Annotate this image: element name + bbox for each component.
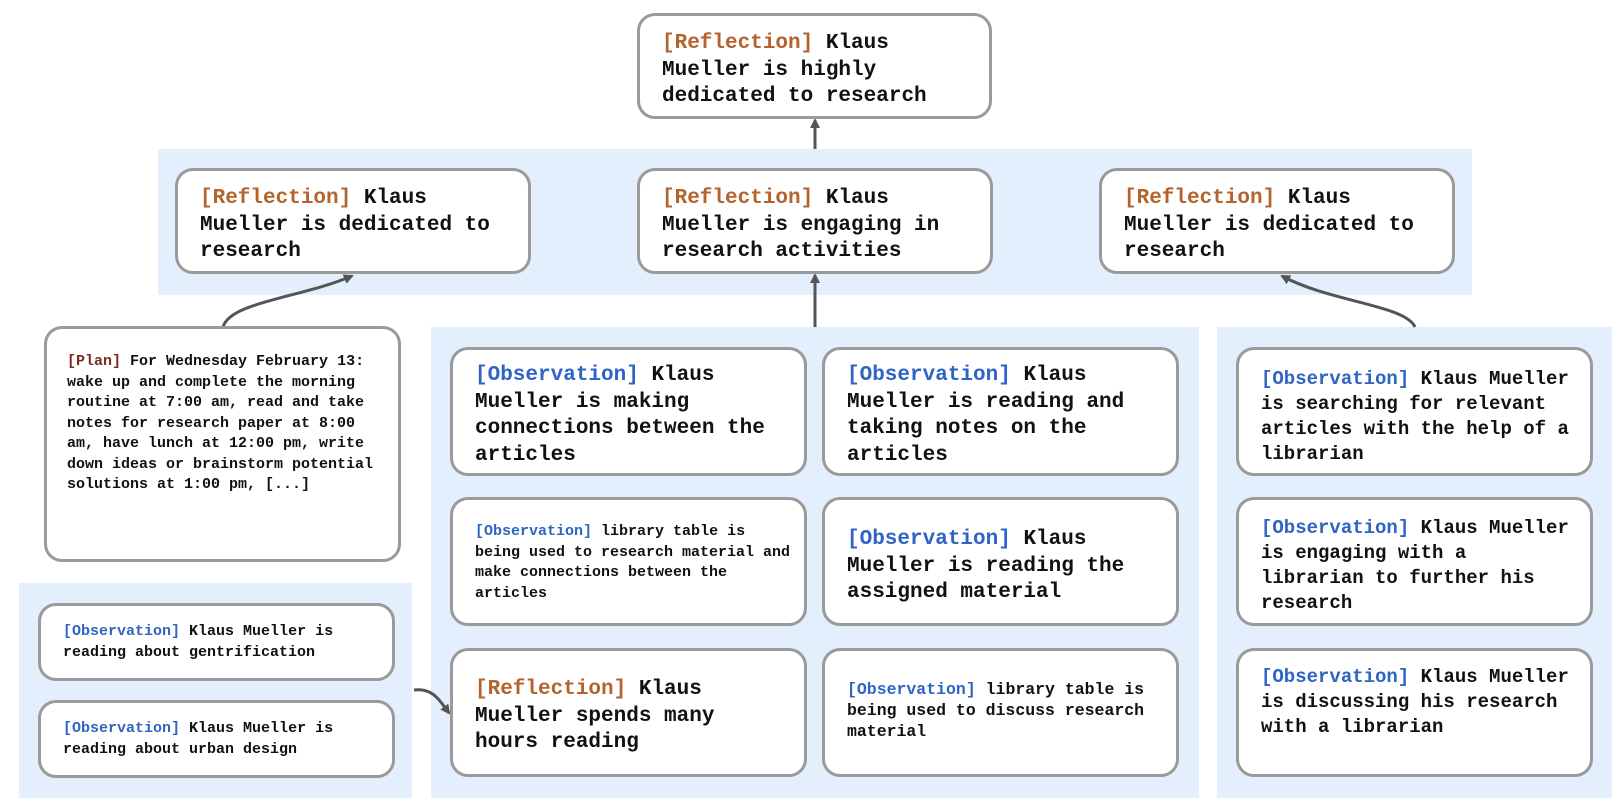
observation-tag: [Observation] bbox=[1261, 368, 1410, 390]
node-text: Klaus Mueller is highly dedicated to res… bbox=[662, 32, 927, 108]
observation-node-searching-articles: [Observation] Klaus Mueller is searching… bbox=[1236, 347, 1593, 476]
arrow-bottom-left-to-center bbox=[413, 688, 451, 715]
reflection-top-node: [Reflection] Klaus Mueller is highly ded… bbox=[637, 13, 992, 119]
node-text: Klaus Mueller is dedicated to research bbox=[1124, 187, 1414, 263]
observation-tag: [Observation] bbox=[847, 680, 976, 699]
reflection-tag: [Reflection] bbox=[662, 187, 814, 210]
node-text: library table is being used to discuss r… bbox=[847, 680, 1145, 741]
reflection-tag: [Reflection] bbox=[662, 32, 814, 55]
observation-tag: [Observation] bbox=[1261, 517, 1410, 539]
reflection-node-hours-reading: [Reflection] Klaus Mueller spends many h… bbox=[450, 648, 807, 777]
observation-node-reading-notes: [Observation] Klaus Mueller is reading a… bbox=[822, 347, 1179, 476]
observation-node-library-table-discuss: [Observation] library table is being use… bbox=[822, 648, 1179, 777]
observation-node-library-table-research: [Observation] library table is being use… bbox=[450, 497, 807, 626]
observation-tag: [Observation] bbox=[63, 623, 181, 640]
observation-node-urban-design: [Observation] Klaus Mueller is reading a… bbox=[38, 700, 395, 778]
node-text: Klaus Mueller is discussing his research… bbox=[1261, 666, 1569, 738]
observation-node-gentrification: [Observation] Klaus Mueller is reading a… bbox=[38, 603, 395, 681]
node-text: Klaus Mueller is engaging with a librari… bbox=[1261, 517, 1569, 614]
plan-node: [Plan] For Wednesday February 13: wake u… bbox=[44, 326, 401, 562]
node-text: Klaus Mueller is reading about gentrific… bbox=[63, 623, 334, 661]
node-text: Klaus Mueller is making connections betw… bbox=[475, 364, 765, 467]
observation-node-making-connections: [Observation] Klaus Mueller is making co… bbox=[450, 347, 807, 476]
node-text: For Wednesday February 13: wake up and c… bbox=[67, 353, 374, 493]
observation-node-engaging-librarian: [Observation] Klaus Mueller is engaging … bbox=[1236, 497, 1593, 626]
reflection-mid-right-node: [Reflection] Klaus Mueller is dedicated … bbox=[1099, 168, 1455, 274]
reflection-mid-left-node: [Reflection] Klaus Mueller is dedicated … bbox=[175, 168, 531, 274]
node-text: Klaus Mueller spends many hours reading bbox=[475, 678, 715, 754]
observation-tag: [Observation] bbox=[63, 720, 181, 737]
observation-tag: [Observation] bbox=[847, 528, 1011, 551]
observation-tag: [Observation] bbox=[847, 364, 1011, 387]
node-text: Klaus Mueller is searching for relevant … bbox=[1261, 368, 1569, 465]
observation-tag: [Observation] bbox=[475, 364, 639, 387]
node-text: Klaus Mueller is reading the assigned ma… bbox=[847, 528, 1125, 604]
arrow-right-to-mid-right bbox=[1280, 274, 1417, 328]
reflection-tag: [Reflection] bbox=[1124, 187, 1276, 210]
observation-node-discussing-research: [Observation] Klaus Mueller is discussin… bbox=[1236, 648, 1593, 777]
node-text: Klaus Mueller is dedicated to research bbox=[200, 187, 490, 263]
reflection-tag: [Reflection] bbox=[200, 187, 352, 210]
node-text: Klaus Mueller is reading and taking note… bbox=[847, 364, 1125, 467]
node-text: Klaus Mueller is engaging in research ac… bbox=[662, 187, 940, 263]
node-text: library table is being used to research … bbox=[475, 523, 791, 602]
observation-node-assigned-material: [Observation] Klaus Mueller is reading t… bbox=[822, 497, 1179, 626]
reflection-mid-center-node: [Reflection] Klaus Mueller is engaging i… bbox=[637, 168, 993, 274]
plan-tag: [Plan] bbox=[67, 353, 122, 370]
arrow-plan-to-mid-left bbox=[221, 274, 354, 328]
reflection-tag: [Reflection] bbox=[475, 678, 627, 701]
observation-tag: [Observation] bbox=[475, 523, 593, 540]
observation-tag: [Observation] bbox=[1261, 666, 1410, 688]
node-text: Klaus Mueller is reading about urban des… bbox=[63, 720, 334, 758]
